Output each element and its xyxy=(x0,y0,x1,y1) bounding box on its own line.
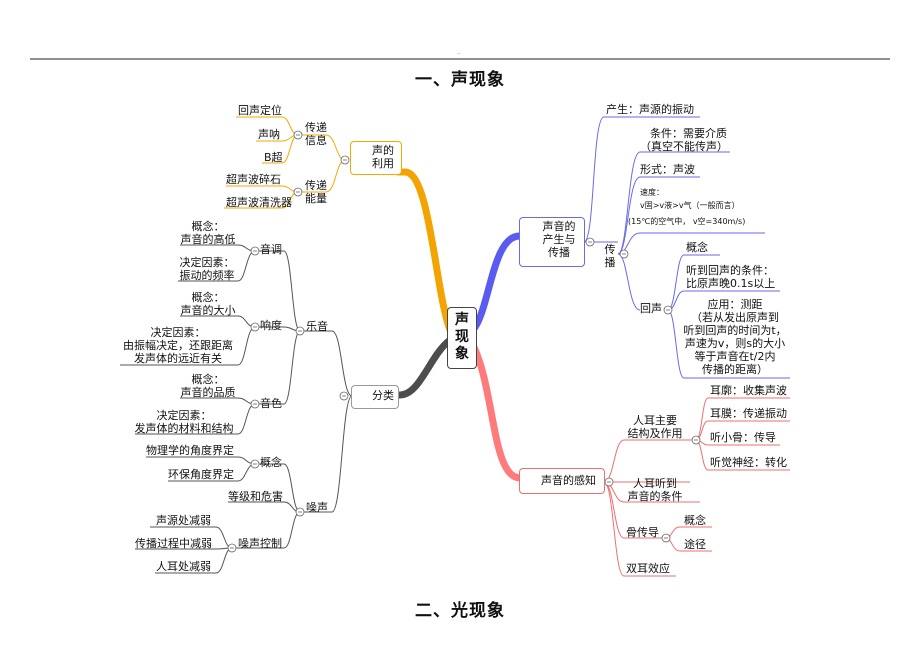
b4-number: 4 xyxy=(355,148,363,158)
b2-number: 2 xyxy=(524,476,532,486)
b1-echo-concept: 概念 xyxy=(686,241,708,254)
branch-b2 xyxy=(469,341,534,482)
b3-loud-concept-1: 概念： xyxy=(191,291,225,304)
b2-label: 声音的感知 xyxy=(541,474,596,487)
b3-control-path: 传播过程中减弱 xyxy=(135,537,212,550)
heading-sound: 一、声现象 xyxy=(415,70,505,90)
b2-pinna: 耳廓：收集声波 xyxy=(710,384,787,397)
b3-control-source: 声源处减弱 xyxy=(156,514,211,527)
b3-timbre-concept-2: 声音的品质 xyxy=(180,386,236,399)
minus-circle-icons xyxy=(227,130,701,553)
b1-echo-condition-1: 听到回声的条件： xyxy=(686,264,774,277)
b1-spread-1: 传 xyxy=(604,243,616,256)
branch-b4 xyxy=(394,168,454,334)
b3-noise-phys: 物理学的角度界定 xyxy=(146,444,234,457)
b1-speed-title: 速度： xyxy=(640,188,664,197)
b3-timbre: 音色 xyxy=(260,397,282,410)
b1-produce: 产生：声源的振动 xyxy=(606,103,694,116)
b2-ear-2: 结构及作用 xyxy=(627,427,683,440)
center-node[interactable] xyxy=(447,307,477,369)
branch-b1 xyxy=(469,232,534,334)
center-node-line3: 象 xyxy=(455,346,469,362)
b3-number: 3 xyxy=(356,391,364,401)
b4-cleaner: 超声波清洗器 xyxy=(226,196,292,209)
b1-app-5: 等于声音在t/2内 xyxy=(694,350,776,363)
b4-label-2: 利用 xyxy=(372,157,394,170)
b2-ossicle: 听小骨：传导 xyxy=(710,431,776,444)
b3-timbre-concept-1: 概念： xyxy=(191,373,225,386)
b1-app-1: 应用：测距 xyxy=(707,298,763,311)
b1-condition-2: （真空不能传声） xyxy=(640,140,728,153)
b1-condition-1: 条件：需要介质 xyxy=(650,127,727,140)
b1-speed-order: v固>v液>v气（一般而言） xyxy=(640,201,740,210)
b3-loud-factor-3: 发声体的远近有关 xyxy=(134,352,222,365)
b1-app-2: （若从发出原声到 xyxy=(691,311,779,324)
b3-noise-env: 环保角度界定 xyxy=(168,468,234,481)
b4-echo-location: 回声定位 xyxy=(238,104,282,117)
b1-spread-2: 播 xyxy=(604,256,616,269)
b3-timbre-factor-2: 发声体的材料和结构 xyxy=(134,422,234,435)
b1-form: 形式：声波 xyxy=(640,163,695,176)
node-b2[interactable] xyxy=(519,468,605,494)
b4-lithotripsy: 超声波碎石 xyxy=(226,173,281,186)
b3-loud: 响度 xyxy=(260,319,282,332)
b2-bone-concept: 概念 xyxy=(684,514,706,527)
b3-loud-concept-2: 声音的大小 xyxy=(180,304,236,317)
b3-noise-level: 等级和危害 xyxy=(228,490,283,503)
b3-timbre-factor-1: 决定因素： xyxy=(156,409,212,422)
b1-app-6: 传播的距离） xyxy=(702,363,768,376)
b1-echo: 回声 xyxy=(640,302,662,315)
center-node-line1: 声 xyxy=(455,312,469,328)
b2-ear-1: 人耳主要 xyxy=(633,414,677,427)
b4-info-2: 信息 xyxy=(305,134,327,147)
b3-pitch-factor-1: 决定因素： xyxy=(179,256,235,269)
b1-echo-condition-2: 比原声晚0.1s以上 xyxy=(686,277,776,290)
b4-b-ultrasound: B超 xyxy=(264,151,283,164)
b1-app-3: 听到回声的时间为t， xyxy=(683,324,787,337)
b2-eardrum: 耳膜：传递振动 xyxy=(710,407,787,420)
b1-speed-air: (15℃的空气中， v空=340m/s) xyxy=(628,217,746,226)
b4-info-1: 传递 xyxy=(305,121,327,134)
b3-music: 乐音 xyxy=(306,320,328,333)
b3-pitch: 音调 xyxy=(260,243,282,256)
b3-pitch-concept-2: 声音的高低 xyxy=(180,233,236,246)
b1-label-2: 产生与 xyxy=(542,233,576,246)
b1-app-4: 声速为v，则s的大小 xyxy=(684,337,786,350)
b2-binaural: 双耳效应 xyxy=(626,562,670,575)
b2-bone: 骨传导 xyxy=(626,526,659,539)
b3-control-ear: 人耳处减弱 xyxy=(156,560,211,573)
b4-energy-1: 传递 xyxy=(305,179,327,192)
b2-hear-2: 声音的条件 xyxy=(627,490,683,503)
b3-pitch-concept-1: 概念： xyxy=(191,220,225,233)
node-b3[interactable] xyxy=(351,385,399,409)
heading-light: 二、光现象 xyxy=(415,601,505,621)
b3-noise: 噪声 xyxy=(306,501,328,514)
b3-noise-concept: 概念 xyxy=(260,456,282,469)
center-node-line2: 现 xyxy=(455,329,469,345)
b4-sonar: 声呐 xyxy=(258,128,280,141)
node-b1[interactable] xyxy=(519,217,585,267)
b1-label-3: 传播 xyxy=(548,246,570,259)
b1-label-1: 声音的 xyxy=(542,220,576,233)
b4-energy-2: 能量 xyxy=(305,192,327,205)
b3-label: 分类 xyxy=(372,389,394,402)
b3-noise-control: 噪声控制 xyxy=(238,537,282,550)
header-dot: .. xyxy=(457,49,461,56)
b1-number: 1 xyxy=(527,224,535,234)
b3-loud-factor-1: 决定因素： xyxy=(150,326,206,339)
node-b4[interactable] xyxy=(350,141,402,175)
b2-bone-way: 途径 xyxy=(684,538,706,551)
b2-nerve: 听觉神经：转化 xyxy=(710,456,787,469)
b2-hear-1: 人耳听到 xyxy=(633,477,677,490)
b3-pitch-factor-2: 振动的频率 xyxy=(179,269,235,282)
b4-label-1: 声的 xyxy=(372,144,394,157)
branch-b3 xyxy=(386,336,454,399)
b3-loud-factor-2: 由振幅决定，还跟距离 xyxy=(123,339,233,352)
